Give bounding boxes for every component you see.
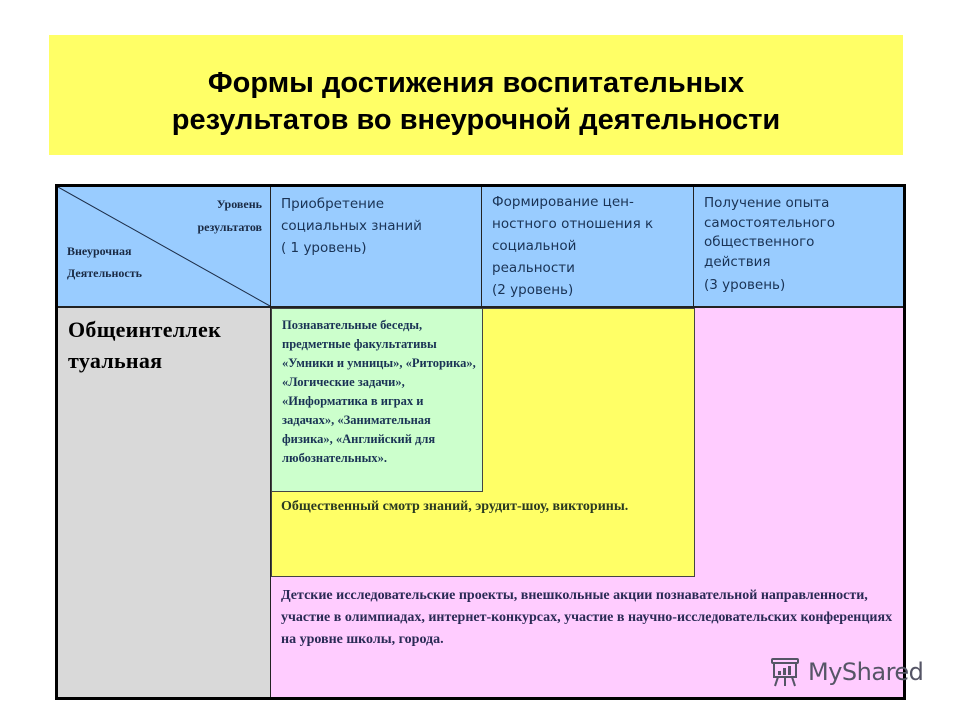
level-3-text-area: Детские исследовательские проекты, внешк… — [271, 577, 903, 697]
watermark-text: MyShared — [808, 658, 924, 686]
level-1-cell: Познавательные беседы, предметные факуль… — [271, 308, 483, 492]
header-line: реальности — [492, 260, 575, 276]
corner-header-cell: Уровень результатов Внеурочная Деятельно… — [58, 187, 271, 308]
level-3-text: Детские исследовательские проекты, внешк… — [281, 588, 893, 647]
header-line: самостоятельного — [704, 214, 835, 231]
page-title: Формы достижения воспитательных результа… — [172, 65, 781, 139]
header-line: Формирование цен- — [492, 194, 634, 210]
level-2-text: Общественный смотр знаний, эрудит-шоу, в… — [281, 499, 629, 514]
title-line-2: результатов во внеурочной деятельности — [171, 104, 781, 136]
corner-activity-label: Деятельность — [67, 266, 142, 280]
row-label-line-1: Общеинтеллек — [68, 317, 222, 342]
corner-level-label: Уровень — [216, 197, 262, 211]
level-2-text-area: Общественный смотр знаний, эрудит-шоу, в… — [271, 492, 695, 577]
results-table: Уровень результатов Внеурочная Деятельно… — [55, 184, 906, 700]
row-label-line-2: туальная — [68, 348, 163, 373]
row-label: Общеинтеллек туальная — [58, 308, 270, 376]
corner-extracurricular-label: Внеурочная — [67, 244, 132, 258]
title-line-1: Формы достижения воспитательных — [207, 67, 745, 99]
header-line: Приобретение — [281, 196, 385, 212]
header-line: общественного — [704, 234, 815, 250]
header-line: ностного отношения к — [492, 216, 654, 232]
header-line: (3 уровень) — [704, 277, 786, 293]
column-header-level-2: Формирование цен- ностного отношения к с… — [482, 187, 694, 308]
column-header-level-1: Приобретение социальных знаний ( 1 урове… — [271, 187, 482, 308]
title-banner: Формы достижения воспитательных результа… — [49, 35, 903, 155]
watermark: MyShared — [768, 655, 924, 689]
column-header-level-3: Получение опыта самостоятельного обществ… — [694, 187, 903, 308]
header-line: ( 1 уровень) — [281, 240, 367, 256]
diagonal-divider — [58, 187, 270, 306]
presentation-board-icon — [771, 658, 799, 687]
level-1-text: Познавательные беседы, предметные факуль… — [282, 318, 476, 465]
header-line: социальной — [492, 238, 577, 254]
row-label-cell: Общеинтеллек туальная — [58, 308, 271, 697]
corner-results-label: результатов — [197, 220, 262, 234]
header-line: социальных знаний — [281, 218, 422, 234]
header-line: действия — [704, 253, 771, 270]
header-line: Получение опыта — [704, 195, 830, 211]
header-line: (2 уровень) — [492, 282, 574, 298]
